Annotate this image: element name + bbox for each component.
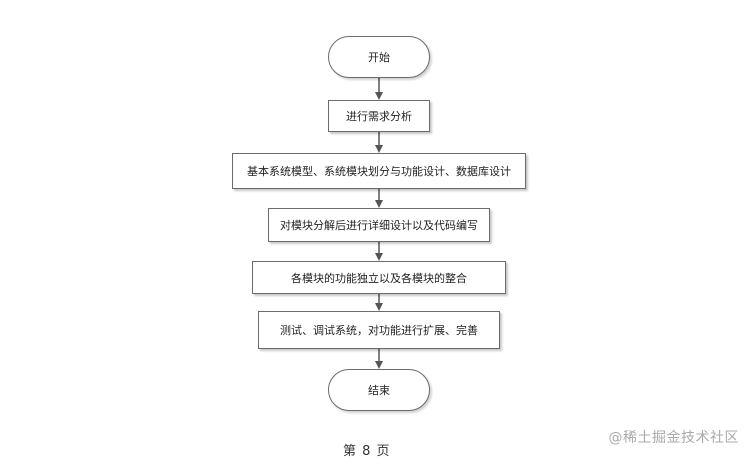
step-label: 进行需求分析	[346, 110, 412, 123]
step-detailed-design-coding: 对模块分解后进行详细设计以及代码编写	[268, 208, 490, 242]
step-requirements-analysis: 进行需求分析	[328, 100, 430, 132]
step-label: 测试、调试系统，对功能进行扩展、完善	[280, 324, 478, 337]
start-terminal: 开始	[328, 36, 430, 78]
end-terminal: 结束	[328, 369, 430, 411]
end-label: 结束	[368, 384, 390, 397]
step-system-design: 基本系统模型、系统模块划分与功能设计、数据库设计	[232, 153, 526, 189]
step-testing-extension: 测试、调试系统，对功能进行扩展、完善	[258, 311, 500, 349]
start-label: 开始	[368, 51, 390, 64]
step-label: 基本系统模型、系统模块划分与功能设计、数据库设计	[247, 165, 511, 178]
page-number: 第 8 页	[343, 444, 391, 459]
watermark-text: @稀土掘金技术社区	[608, 430, 739, 446]
step-module-integration: 各模块的功能独立以及各模块的整合	[252, 261, 506, 294]
step-label: 对模块分解后进行详细设计以及代码编写	[280, 219, 478, 232]
step-label: 各模块的功能独立以及各模块的整合	[291, 271, 467, 285]
